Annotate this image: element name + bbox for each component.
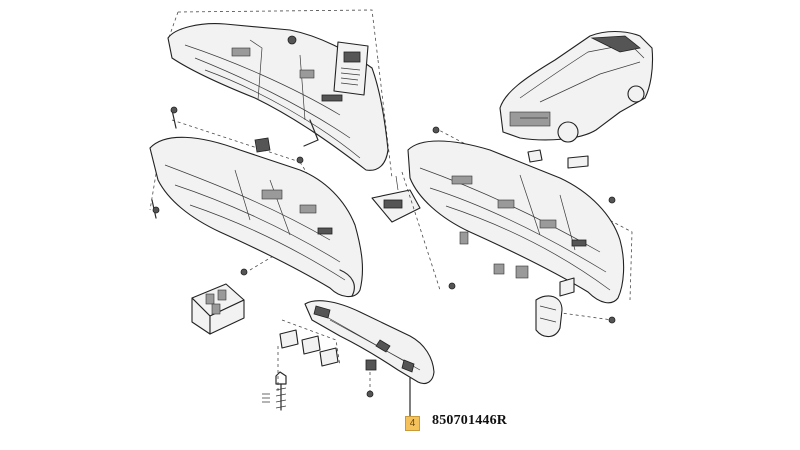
side-bracket[interactable] [535, 295, 563, 338]
rear-lower-diffuser[interactable] [304, 300, 435, 385]
front-bumper-cover-left[interactable] [149, 106, 364, 298]
vehicle-overview[interactable] [499, 30, 654, 143]
notice-sheet[interactable] [333, 41, 369, 96]
callout-number-badge[interactable]: 4 [405, 416, 420, 431]
clip-set[interactable] [277, 319, 377, 398]
upper-bumper-cover[interactable] [167, 9, 393, 179]
screw-detail[interactable] [262, 371, 287, 411]
rear-bumper-cover-right[interactable] [401, 126, 633, 324]
fastener-kit-box[interactable] [191, 283, 245, 335]
part-reference-number[interactable]: 850701446R [432, 413, 508, 428]
centre-bracket[interactable] [371, 175, 421, 223]
